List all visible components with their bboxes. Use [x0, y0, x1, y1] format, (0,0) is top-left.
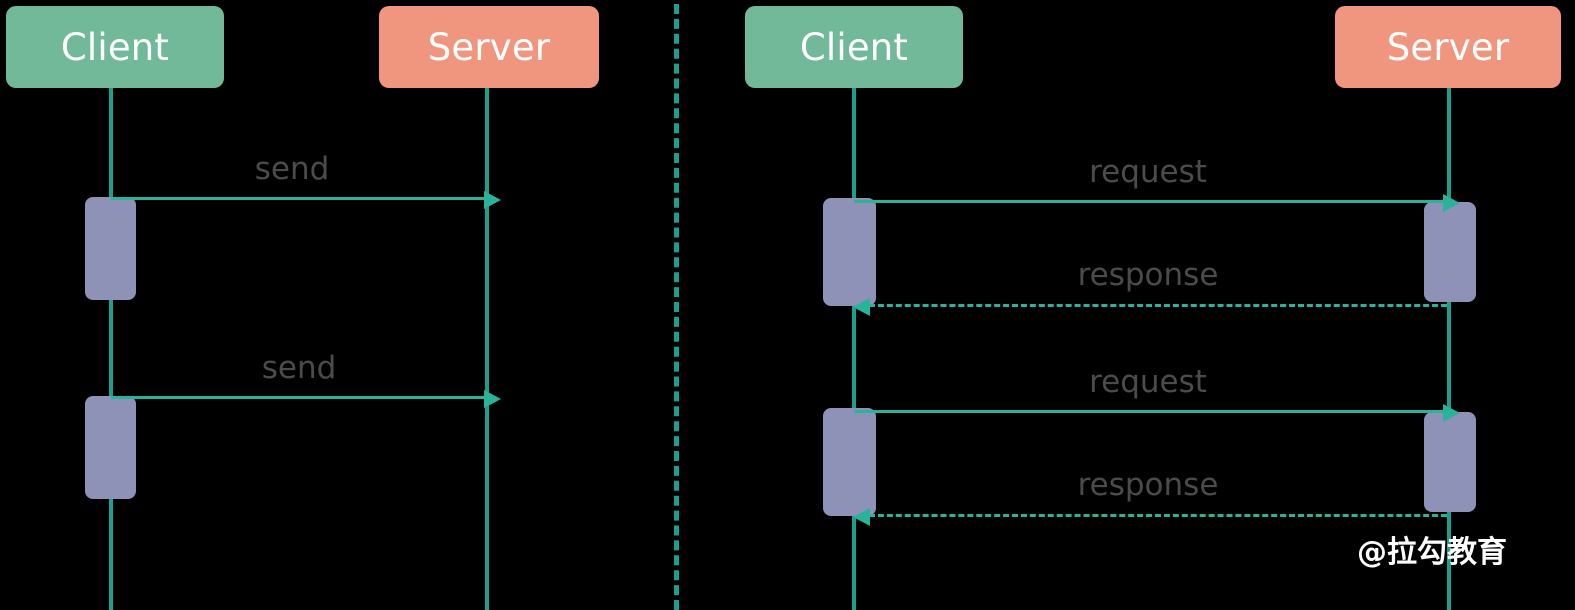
activation-right-server-2: [1424, 412, 1476, 512]
message-right-response-2-label: response: [1077, 467, 1219, 503]
message-right-request-1-label: request: [1089, 154, 1207, 190]
message-left-send-2[interactable]: [111, 390, 501, 408]
message-left-send-1-label: send: [254, 151, 330, 187]
participant-left-server[interactable]: Server: [379, 6, 599, 88]
message-right-request-2[interactable]: [854, 404, 1460, 422]
activation-right-server-1: [1424, 202, 1476, 302]
message-right-response-2[interactable]: [853, 508, 1447, 526]
participant-left-server-label: Server: [427, 25, 551, 69]
watermark: @拉勾教育: [1357, 535, 1507, 570]
participant-right-server[interactable]: Server: [1335, 6, 1561, 88]
arrowhead-right-icon: [1443, 194, 1460, 212]
participant-left-client-label: Client: [60, 25, 170, 69]
message-left-send-2-label: send: [261, 350, 337, 386]
activation-right-client-2: [823, 408, 876, 516]
arrowhead-right-icon: [1443, 404, 1460, 422]
arrowhead-left-icon: [853, 508, 870, 526]
lifeline-left-server: [485, 88, 489, 610]
participant-right-server-label: Server: [1386, 25, 1510, 69]
activation-left-client-1: [85, 197, 136, 300]
participant-left-client[interactable]: Client: [6, 6, 224, 88]
arrowhead-right-icon: [484, 191, 501, 209]
activation-right-client-1: [823, 198, 876, 306]
message-right-response-1-label: response: [1077, 257, 1219, 293]
lifeline-right-client: [852, 88, 856, 610]
message-right-request-1[interactable]: [854, 194, 1460, 212]
panel-divider: [674, 4, 679, 610]
message-right-response-1[interactable]: [853, 298, 1447, 316]
participant-right-client-label: Client: [799, 25, 909, 69]
arrowhead-right-icon: [484, 390, 501, 408]
lifeline-right-server: [1447, 88, 1451, 610]
message-right-request-2-label: request: [1089, 364, 1207, 400]
arrowhead-left-icon: [853, 298, 870, 316]
activation-left-client-2: [85, 396, 136, 499]
lifeline-left-client: [109, 88, 113, 610]
message-left-send-1[interactable]: [111, 191, 501, 209]
participant-right-client[interactable]: Client: [745, 6, 963, 88]
